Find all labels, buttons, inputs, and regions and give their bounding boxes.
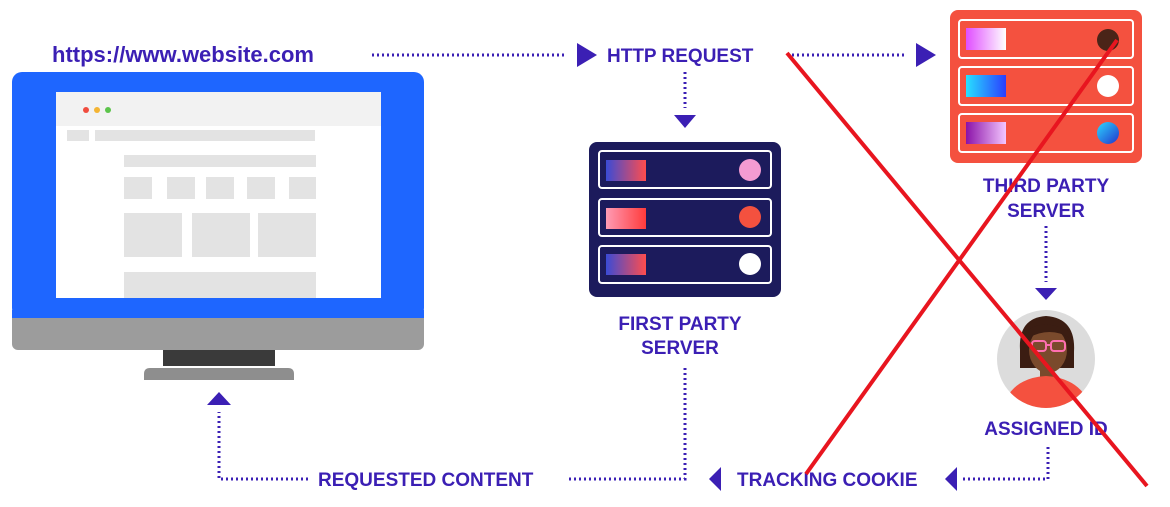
assigned-id-label: ASSIGNED ID <box>984 419 1108 440</box>
connector-content-to-monitor <box>207 392 308 481</box>
http-request-label: HTTP REQUEST <box>607 46 754 67</box>
connector-third-party-to-id <box>1035 226 1057 300</box>
third-party-label-line2: SERVER <box>1007 201 1085 222</box>
connector-id-to-cookie <box>945 447 1050 491</box>
third-party-server-icon <box>950 10 1142 163</box>
tracking-cookie-label: TRACKING COOKIE <box>737 470 918 491</box>
requested-content-label: REQUESTED CONTENT <box>318 470 534 491</box>
cross-out-icon <box>785 38 1149 488</box>
connector-url-to-request <box>372 43 597 67</box>
url-label: https://www.website.com <box>52 42 314 67</box>
third-party-label-line1: THIRD PARTY <box>983 176 1110 197</box>
arrow-into-cookie <box>709 467 721 491</box>
first-party-label-line1: FIRST PARTY <box>618 314 741 335</box>
connector-first-party-to-content <box>567 368 687 481</box>
first-party-server-icon <box>589 142 781 297</box>
connector-request-to-first-party <box>674 72 696 128</box>
connector-request-to-third-party <box>792 43 936 67</box>
desktop-monitor-icon <box>12 72 424 380</box>
first-party-label-line2: SERVER <box>641 338 719 359</box>
